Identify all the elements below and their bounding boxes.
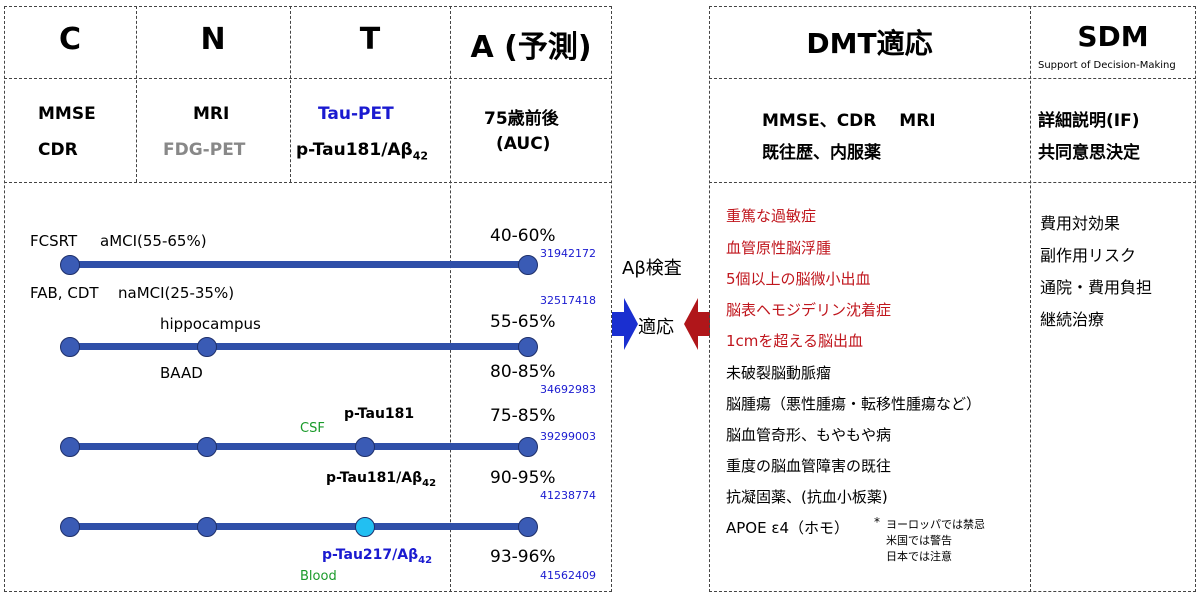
c-test-cdr: CDR [38,140,78,160]
left-table-frame [4,6,612,592]
right-table-divider-2 [709,182,1196,183]
apoe-note-jp: 日本では注意 [886,550,952,563]
r1-bar [70,261,528,268]
indication-label: 適応 [638,317,674,338]
contra-red-1: 重篤な過敏症 [726,207,817,225]
r1-node-c [60,255,80,275]
sdm-item-3: 通院・費用負担 [1040,278,1153,297]
contra-4: 重度の脳血管障害の既往 [726,457,892,475]
contra-2: 脳腫瘍（悪性腫瘍・転移性腫瘍など） [726,395,982,413]
r4-node-n [197,517,217,537]
r3-node-n [197,437,217,457]
r4-pmid: 41562409 [540,569,596,582]
left-col-divider-3 [450,6,451,592]
left-table-divider-2 [4,182,612,183]
r3-pmid-below: 41238774 [540,489,596,502]
left-table-divider-1 [4,78,612,79]
r2-node-a [518,337,538,357]
r3-node-t [355,437,375,457]
r2-node-n [197,337,217,357]
r3-node-c [60,437,80,457]
apoe-note-eu: ヨーロッパでは禁忌 [886,518,985,531]
header-a: A (予測) [470,30,592,65]
r3-label-ptau181-ratio: p-Tau181/Aβ42 [326,470,437,489]
r3-bar [70,443,528,450]
a-info-age: 75歳前後 [484,109,559,129]
left-col-divider-2 [290,6,291,182]
sdm-tests-line2: 共同意思決定 [1038,143,1140,163]
header-n: N [200,22,226,57]
contra-3: 脳血管奇形、もやもや病 [726,426,892,444]
r3-pct-below: 90-95% [490,468,556,488]
sdm-subtitle: Support of Decision-Making [1038,60,1176,71]
dmt-tests-line1: MMSE、CDR MRI [762,111,936,131]
left-col-divider-1 [136,6,137,182]
header-c: C [58,22,82,57]
r4-node-t-blood [355,517,375,537]
c-test-mmse: MMSE [38,104,96,124]
r2-pct-above: 55-65% [490,312,556,332]
header-dmt: DMT適応 [806,27,933,60]
apoe-note-us: 米国では警告 [886,534,952,547]
r4-node-a [518,517,538,537]
t-test-ptau-ratio: p-Tau181/Aβ42 [296,140,429,163]
n-test-mri: MRI [193,104,230,124]
a-info-auc: (AUC) [496,134,551,154]
sdm-item-2: 副作用リスク [1040,246,1137,265]
sdm-tests-line1: 詳細説明(IF) [1038,111,1140,131]
r2-label-namci: naMCI(25-35%) [118,284,235,302]
contra-red-2: 血管原性脳浮腫 [726,239,832,257]
r3-pct-above: 75-85% [490,406,556,426]
r2-label-hippocampus: hippocampus [160,315,261,333]
r3-node-a [518,437,538,457]
r1-pct: 40-60% [490,226,556,246]
r2-label-fab-cdt: FAB, CDT [30,284,99,302]
contra-red-3: 5個以上の脳微小出血 [726,270,871,288]
contra-apoe: APOE ε4（ホモ） [726,519,850,537]
r2-label-baad: BAAD [160,364,203,382]
t-test-tau-pet: Tau-PET [318,104,394,124]
r2-bar [70,343,528,350]
header-sdm: SDM [1077,20,1149,53]
right-table-divider-1 [709,78,1196,79]
sdm-item-1: 費用対効果 [1040,214,1121,233]
apoe-note-asterisk: * [874,515,880,529]
sdm-item-4: 継続治療 [1040,310,1105,329]
dmt-tests-line2: 既往歴、内服薬 [762,143,881,163]
r2-pmid: 34692983 [540,383,596,396]
r2-node-c [60,337,80,357]
header-t: T [359,22,381,57]
r4-label-blood: Blood [300,569,337,584]
contra-red-5: 1cmを超える脳出血 [726,332,863,350]
r3-label-csf: CSF [300,421,325,436]
r1-node-a [518,255,538,275]
contra-red-4: 脳表ヘモジデリン沈着症 [726,301,892,319]
contra-1: 未破裂脳動脈瘤 [726,364,832,382]
r4-node-c [60,517,80,537]
right-col-divider [1030,6,1031,592]
r4-bar [70,523,528,530]
blue-right-arrow [612,298,638,350]
right-table-frame [709,6,1196,592]
r1-label-fcsrt: FCSRT [30,232,78,250]
r1-label-amci: aMCI(55-65%) [100,232,207,250]
r2-pct-below: 80-85% [490,362,556,382]
r2-pmid-top: 32517418 [540,294,596,307]
r1-pmid: 31942172 [540,247,596,260]
red-left-arrow [684,298,710,350]
r3-label-ptau181: p-Tau181 [344,406,415,422]
contra-5: 抗凝固薬、(抗血小板薬) [726,488,888,506]
r3-pmid-above: 39299003 [540,430,596,443]
n-test-fdg-pet: FDG-PET [163,140,246,160]
r4-label-ptau217-ratio: p-Tau217/Aβ42 [322,547,433,566]
abeta-test-label: Aβ検査 [622,258,682,279]
r4-pct: 93-96% [490,547,556,567]
